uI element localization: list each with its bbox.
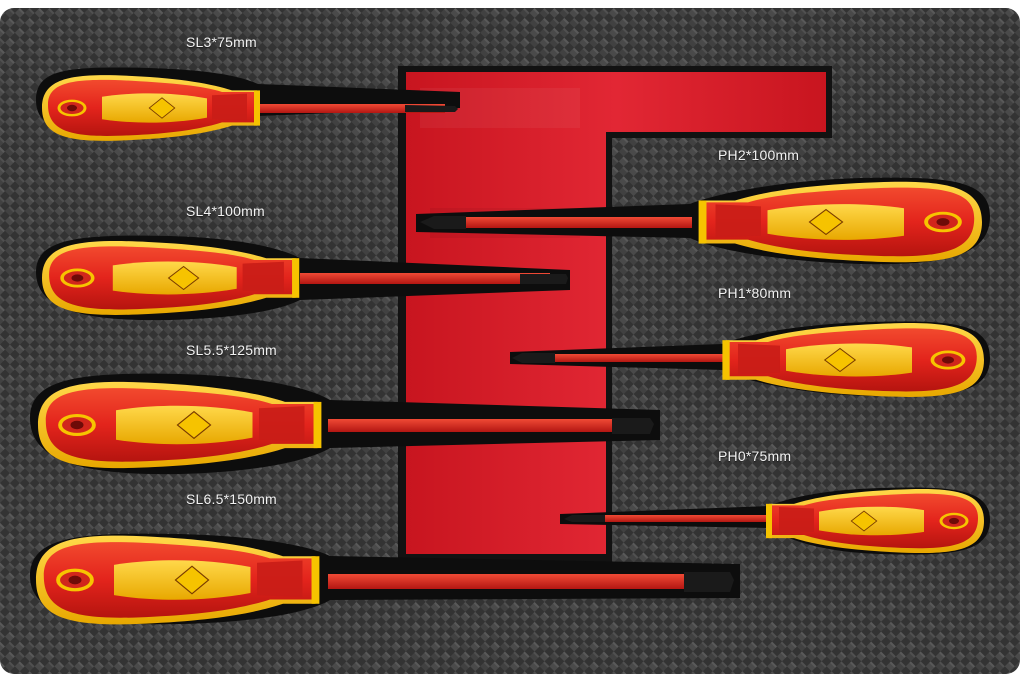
screwdriver-sl65 [34, 533, 734, 627]
label-sl4: SL4*100mm [186, 203, 265, 219]
screwdriver-ph0 [564, 487, 986, 555]
label-ph0: PH0*75mm [718, 448, 792, 464]
tray-illustration [0, 8, 1020, 674]
screwdriver-sl4 [40, 239, 568, 317]
screwdriver-ph2 [420, 179, 984, 265]
label-sl55: SL5.5*125mm [186, 342, 277, 358]
label-ph1: PH1*80mm [718, 285, 792, 301]
foam-tool-tray [0, 8, 1020, 674]
screwdriver-sl55 [36, 379, 654, 471]
label-sl3: SL3*75mm [186, 34, 257, 50]
label-ph2: PH2*100mm [718, 147, 800, 163]
screwdriver-sl3 [40, 73, 458, 143]
screwdriver-ph1 [512, 321, 986, 399]
label-sl65: SL6.5*150mm [186, 491, 277, 507]
